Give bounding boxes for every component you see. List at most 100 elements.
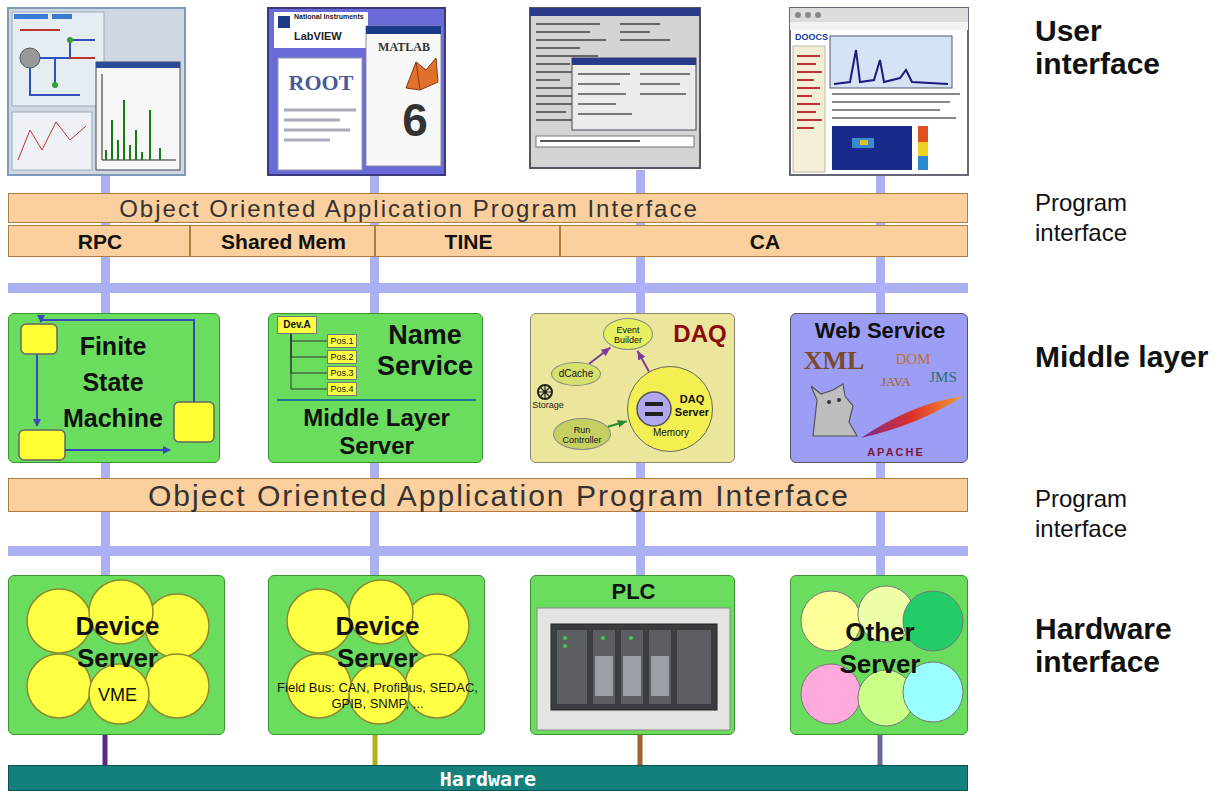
node-text: Device Server [39, 610, 196, 674]
text-holder: Device Server [39, 610, 196, 674]
node-text: Pos.1 [328, 336, 356, 346]
daq-process: dCache [551, 362, 601, 386]
daq-server-circle: DAQ ServerMemory [627, 366, 713, 452]
text-holder: Object Oriented Application Program Inte… [49, 195, 769, 223]
text-holder: XML [799, 346, 869, 376]
service-box: Finite State Machine [8, 313, 220, 463]
text-holder: Pos.2 [328, 352, 356, 362]
api-band: Object Oriented Application Program Inte… [8, 193, 968, 223]
console-screenshot [530, 8, 700, 168]
logo-text: ROOT [284, 70, 358, 96]
connector [291, 334, 327, 389]
text-holder: Pos.1 [328, 336, 356, 346]
daq-box: DAQEvent BuilderdCacheDAQ ServerMemoryRu… [530, 313, 735, 463]
plc-box: PLC [530, 575, 735, 735]
logo-text: National Instruments [294, 13, 364, 21]
text-holder: DAQ Server [672, 393, 712, 419]
technology-text: XML [799, 346, 869, 376]
layer-title: Hardware interface [1035, 612, 1215, 678]
text-holder: Program interface [1035, 484, 1175, 544]
daq-process: Event Builder [603, 318, 653, 350]
node-text: Memory [642, 427, 700, 439]
protocol-cell: Shared Mem [190, 225, 375, 257]
connector [878, 735, 883, 765]
text-holder: Middle Layer Server [289, 404, 464, 460]
connector [291, 334, 327, 341]
text-holder: Event Builder [604, 325, 652, 345]
text-holder: VME [49, 684, 186, 706]
text-holder: Shared Mem [191, 229, 376, 255]
text-holder: Field Bus: CAN, ProfiBus, SEDAC, GPIB, S… [275, 680, 480, 712]
connector [291, 334, 327, 357]
text-holder: Storage [531, 400, 565, 411]
position-tag: Pos.4 [327, 382, 357, 396]
node-text: Pos.2 [328, 352, 356, 362]
text-holder: PLC [531, 579, 736, 605]
daq-process: Run Controller [553, 418, 611, 450]
server-box: Device ServerVME [8, 575, 225, 735]
text-holder: DOOCS [795, 32, 835, 42]
node-text: Other Server [810, 616, 950, 680]
text-holder: 6 [395, 95, 435, 145]
node-text: Middle Layer Server [289, 404, 464, 460]
node-text: dCache [552, 368, 600, 380]
text-holder: LabVIEW [294, 30, 364, 42]
node-text: Object Oriented Application Program Inte… [69, 479, 929, 513]
text-holder: User interface [1035, 14, 1215, 80]
text-holder: MATLAB [372, 40, 436, 54]
text-holder: JAVA [873, 374, 919, 390]
node-text: Object Oriented Application Program Inte… [49, 195, 769, 223]
node-text: Web Service [791, 318, 969, 344]
text-holder: Name Service [369, 320, 481, 382]
technology-text: JAVA [873, 374, 919, 390]
logo-text: APACHE [851, 446, 941, 459]
layer-subtitle: Program interface [1035, 188, 1175, 248]
synoptic-screenshot [8, 8, 185, 175]
text-holder: DAQ [669, 320, 731, 348]
text-holder: Finite State Machine [57, 328, 169, 436]
connector [373, 735, 378, 765]
text-holder: APACHE [851, 446, 941, 459]
node-text: TINE [376, 229, 561, 255]
api-band: Object Oriented Application Program Inte… [8, 478, 968, 512]
version-number: 6 [395, 95, 435, 145]
text-holder: DOM [891, 350, 935, 368]
text-holder: ROOT [284, 70, 358, 96]
text-holder: Other Server [810, 616, 950, 680]
server-box: Device ServerField Bus: CAN, ProfiBus, S… [268, 575, 485, 735]
tools-screenshot [268, 8, 445, 175]
text-holder: RPC [9, 229, 191, 255]
text-holder: Hardware [9, 767, 967, 791]
logo-text: LabVIEW [294, 30, 364, 42]
device-tag: Dev.A [277, 316, 317, 334]
text-holder: National Instruments [294, 13, 364, 21]
connector [637, 351, 649, 372]
node-text: Field Bus: CAN, ProfiBus, SEDAC, GPIB, S… [275, 680, 480, 712]
text-holder: JMS [923, 368, 963, 386]
connector [638, 735, 643, 765]
hardware-bar: Hardware [8, 765, 968, 791]
storage-label: Storage [531, 400, 565, 411]
logo-text: DOOCS [795, 32, 835, 42]
position-tag: Pos.1 [327, 334, 357, 348]
text-holder: TINE [376, 229, 561, 255]
node-text: Pos.3 [328, 368, 356, 378]
node-text: Shared Mem [191, 229, 376, 255]
node-text: PLC [531, 579, 736, 605]
text-holder: Pos.3 [328, 368, 356, 378]
node-text: Name Service [369, 320, 481, 382]
layer-title: User interface [1035, 14, 1215, 80]
text-holder: Dev.A [278, 319, 316, 331]
text-holder: Hardware interface [1035, 612, 1215, 678]
node-text: Dev.A [278, 319, 316, 331]
node-text: Hardware [9, 767, 967, 791]
node-text: CA [561, 229, 969, 255]
text-holder: Run Controller [554, 425, 610, 445]
layer-subtitle: Program interface [1035, 484, 1175, 544]
node-text: RPC [9, 229, 191, 255]
position-tag: Pos.3 [327, 366, 357, 380]
protocol-cell: CA [560, 225, 968, 257]
connector [291, 334, 327, 373]
node-text: Run Controller [554, 425, 610, 445]
